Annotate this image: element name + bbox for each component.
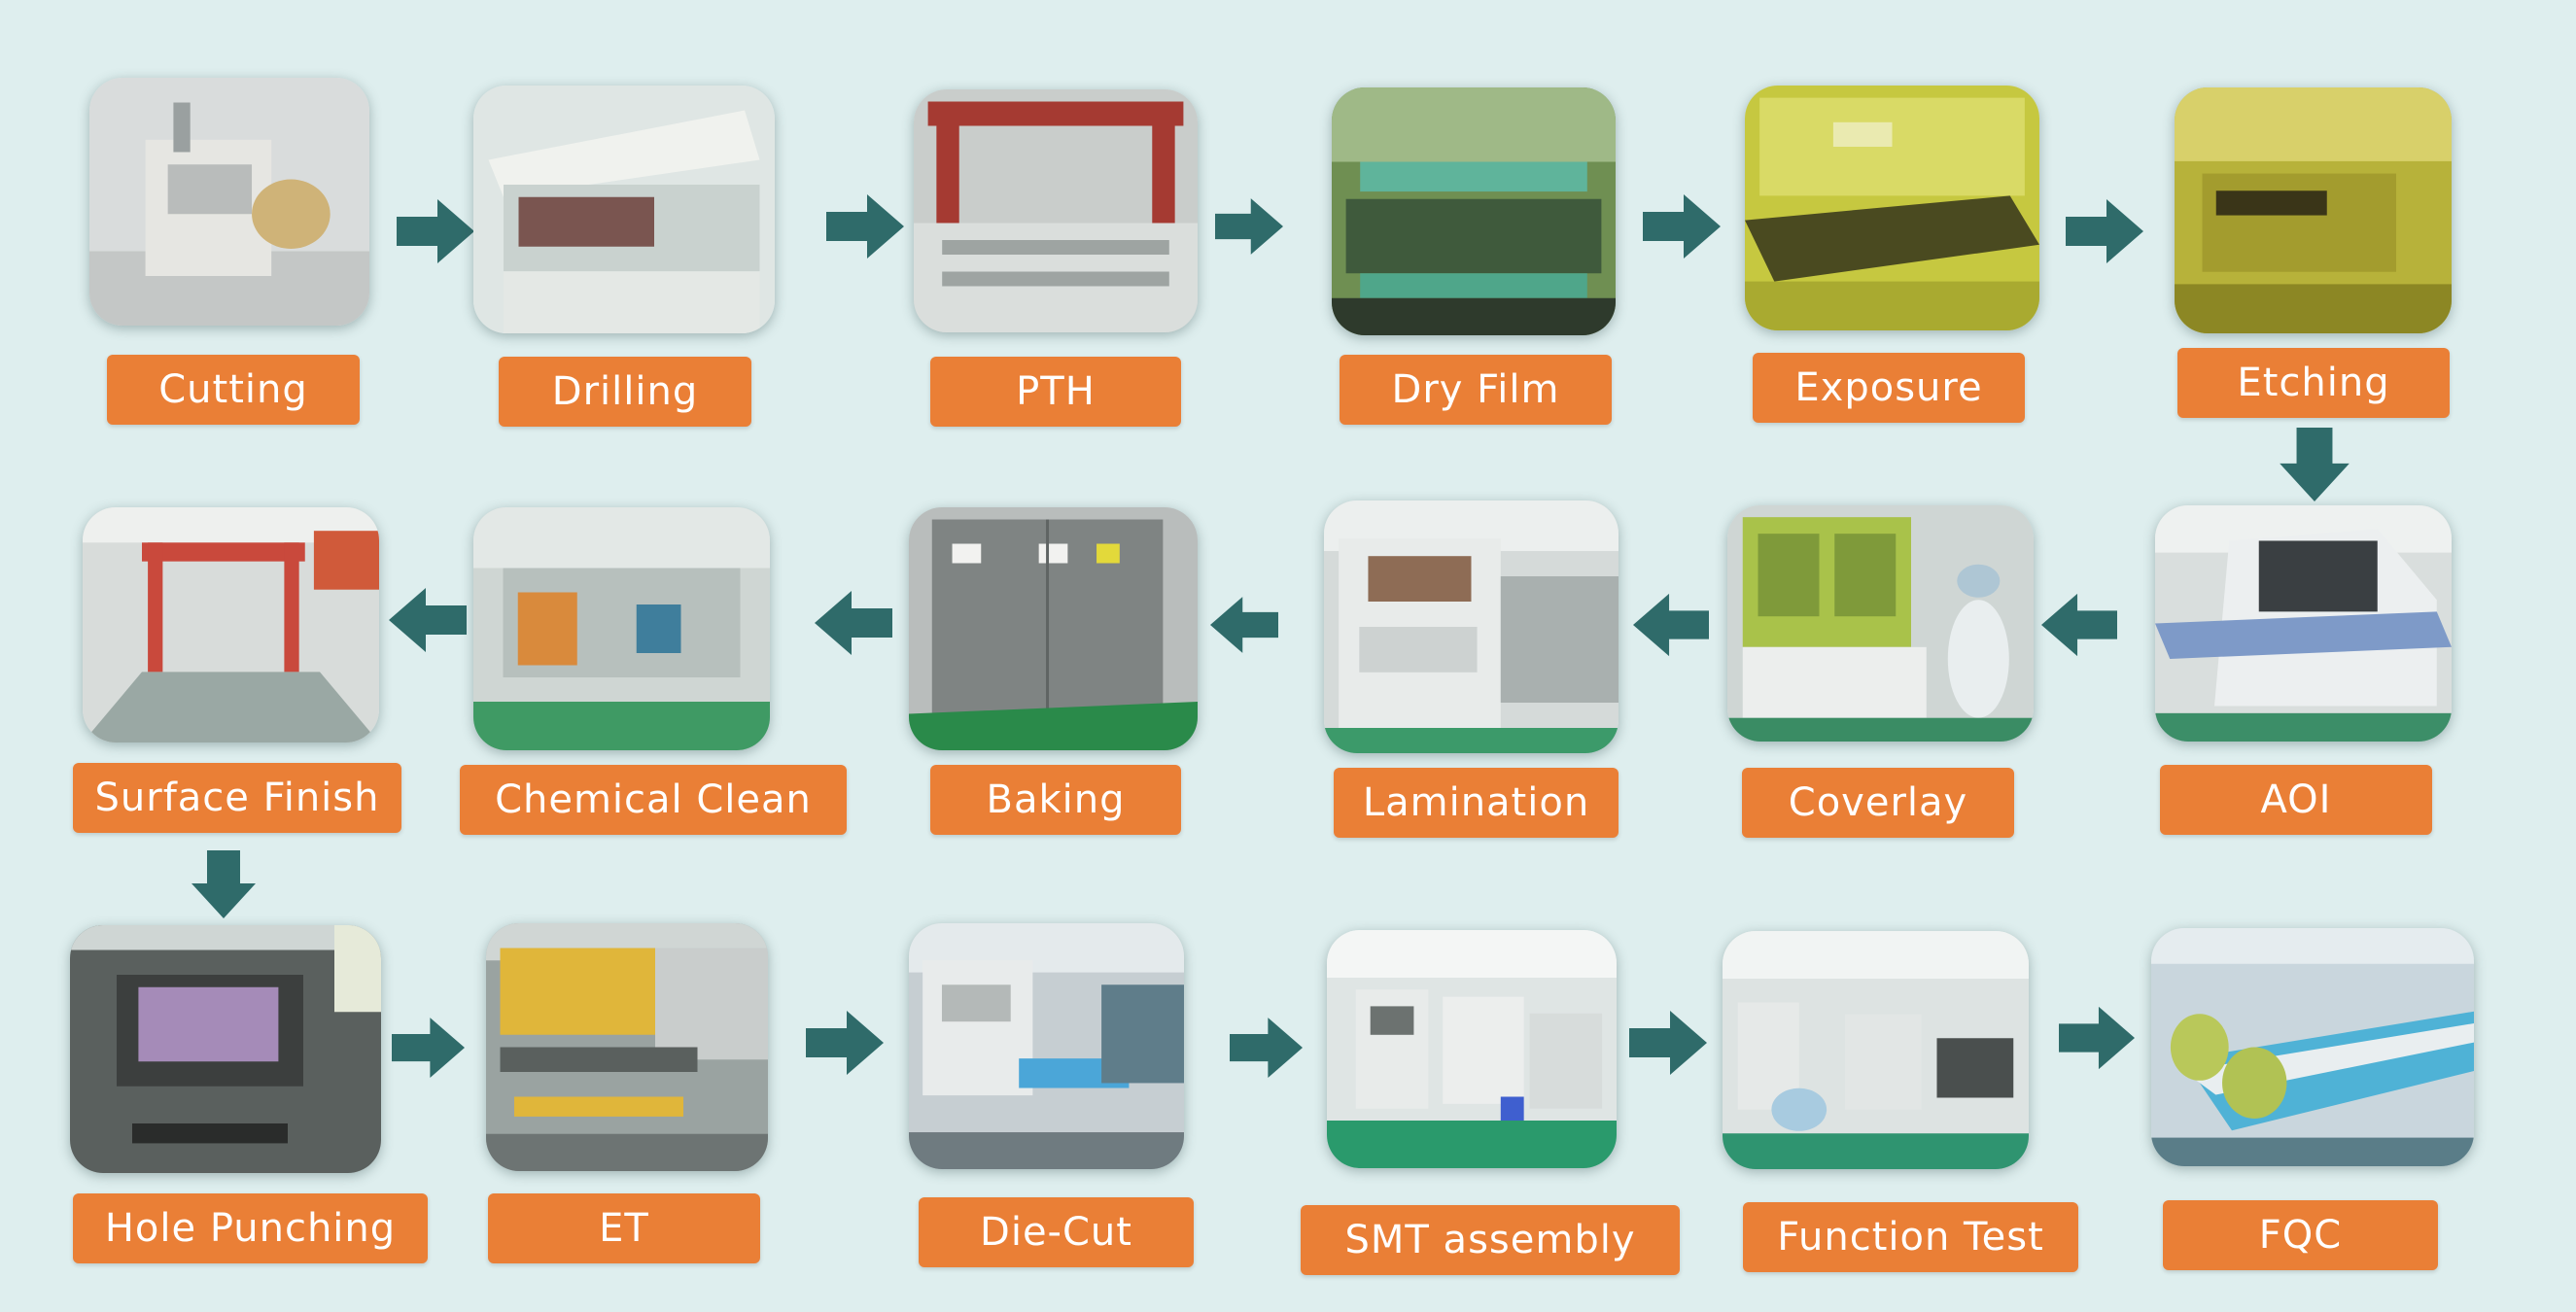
photo-drilling [473, 86, 775, 333]
photo-et [486, 923, 768, 1171]
label-aoi: AOI [2160, 765, 2432, 835]
arrow-left-icon [1210, 593, 1278, 657]
label-dry-film: Dry Film [1340, 355, 1612, 425]
arrow-right-icon [1215, 194, 1283, 259]
label-lamination: Lamination [1334, 768, 1619, 838]
label-baking: Baking [930, 765, 1181, 835]
label-cutting: Cutting [107, 355, 360, 425]
label-exposure: Exposure [1753, 353, 2025, 423]
photo-fqc [2151, 928, 2474, 1166]
label-chemical-clean: Chemical Clean [460, 765, 847, 835]
label-pth: PTH [930, 357, 1181, 427]
arrow-right-icon [1628, 1011, 1708, 1075]
label-hole-punching: Hole Punching [73, 1193, 428, 1263]
label-die-cut: Die-Cut [919, 1197, 1194, 1267]
label-drilling: Drilling [499, 357, 751, 427]
arrow-right-icon [392, 1016, 465, 1080]
photo-coverlay [1727, 505, 2034, 742]
arrow-left-icon [815, 591, 892, 655]
label-etching: Etching [2177, 348, 2450, 418]
label-function-test: Function Test [1743, 1202, 2078, 1272]
photo-cutting [89, 78, 369, 326]
photo-exposure [1745, 86, 2039, 330]
photo-pth [914, 89, 1198, 332]
photo-chemical-clean [473, 507, 770, 750]
arrow-left-icon [389, 588, 467, 652]
arrow-down-icon [2273, 428, 2356, 501]
photo-lamination [1324, 501, 1619, 753]
label-surface-finish: Surface Finish [73, 763, 401, 833]
photo-surface-finish [83, 507, 379, 742]
photo-hole-punching [70, 925, 381, 1173]
arrow-right-icon [805, 1011, 885, 1075]
photo-dry-film [1332, 87, 1616, 335]
arrow-left-icon [2041, 593, 2117, 657]
label-fqc: FQC [2163, 1200, 2438, 1270]
arrow-down-icon [185, 850, 262, 918]
photo-baking [909, 507, 1198, 750]
arrow-right-icon [2066, 199, 2143, 263]
arrow-right-icon [397, 199, 474, 263]
label-smt-assembly: SMT assembly [1301, 1205, 1680, 1275]
arrow-right-icon [1230, 1016, 1303, 1080]
photo-aoi [2155, 505, 2452, 742]
arrow-right-icon [826, 194, 904, 259]
photo-etching [2175, 87, 2452, 333]
photo-function-test [1723, 931, 2029, 1169]
photo-smt-assembly [1327, 930, 1617, 1168]
arrow-left-icon [1633, 593, 1709, 657]
label-coverlay: Coverlay [1742, 768, 2014, 838]
photo-die-cut [909, 923, 1184, 1169]
label-et: ET [488, 1193, 760, 1263]
arrow-right-icon [2059, 1006, 2135, 1070]
arrow-right-icon [1643, 194, 1721, 259]
